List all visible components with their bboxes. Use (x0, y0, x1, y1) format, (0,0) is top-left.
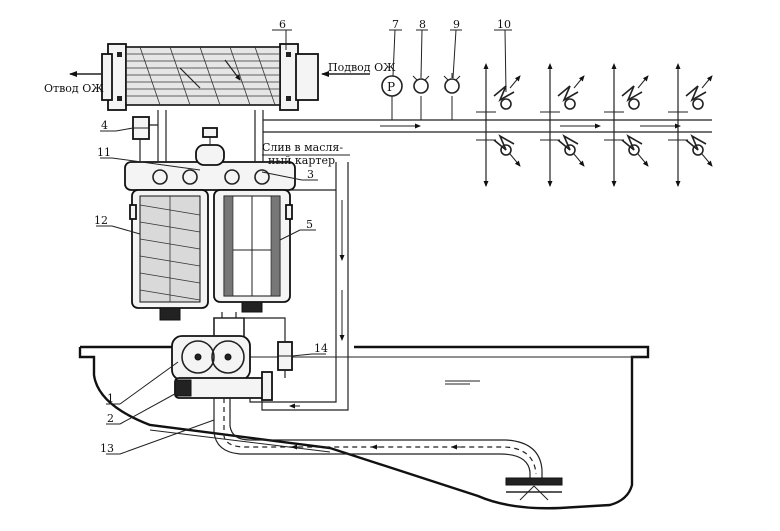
oil-cooler (69, 43, 370, 111)
branch-crossbar (476, 111, 496, 141)
bearing-lower (500, 144, 512, 156)
branch-crossbar (604, 111, 624, 141)
valve-4 (132, 116, 150, 140)
bearing-upper (500, 98, 512, 110)
coolant-inlet-label: Подвод ОЖ (328, 61, 396, 74)
gauge-letter: P (387, 80, 395, 94)
spray-arrow-upper (509, 75, 521, 89)
callout-4: 4 (101, 119, 108, 132)
spray-arrow-upper (573, 75, 585, 89)
branch-crossbar (540, 111, 560, 141)
rod-lower (557, 134, 579, 151)
spray-arrow-upper (637, 75, 649, 89)
rod-upper (621, 85, 643, 102)
branch-crossbar (668, 111, 688, 141)
spray-arrow-lower (701, 153, 713, 167)
callout-7: 7 (392, 18, 399, 31)
drain-line (249, 162, 349, 411)
drain-label-line2: ный картер (268, 154, 335, 167)
bearing-lower (564, 144, 576, 156)
main-oil-gallery (263, 96, 712, 133)
valve-14 (244, 317, 293, 378)
fine-filter (213, 189, 293, 313)
callout-8: 8 (419, 18, 426, 31)
callout-5: 5 (306, 218, 313, 231)
intake-pipe (213, 398, 563, 501)
spray-arrow-lower (509, 153, 521, 167)
bearing-upper (692, 98, 704, 110)
coolant-outlet-label: Отвод ОЖ (44, 82, 104, 95)
callout-3: 3 (307, 168, 314, 181)
callout-2: 2 (107, 412, 114, 425)
spray-arrow-lower (637, 153, 649, 167)
callout-10: 10 (497, 18, 511, 31)
callout-leaders (96, 29, 512, 455)
bearing-upper (628, 98, 640, 110)
spray-arrow-upper (701, 75, 713, 89)
rod-lower (493, 134, 515, 151)
rod-lower (621, 134, 643, 151)
bearing-lower (692, 144, 704, 156)
rod-upper (493, 85, 515, 102)
callout-11: 11 (97, 146, 111, 159)
rod-upper (557, 85, 579, 102)
filter-head (124, 110, 296, 191)
pressure-gauge: P (381, 75, 403, 97)
callout-13: 13 (100, 442, 114, 455)
callout-12: 12 (94, 214, 108, 227)
rod-lower (685, 134, 707, 151)
full-flow-filter (129, 189, 209, 321)
spray-arrow-lower (573, 153, 585, 167)
drain-label-line1: Слив в масля- (262, 141, 343, 154)
warning-lamp-9 (443, 73, 461, 94)
bearing-branches (476, 63, 713, 187)
callout-6: 6 (279, 18, 286, 31)
bearing-lower (628, 144, 640, 156)
callout-14: 14 (314, 342, 328, 355)
callout-9: 9 (453, 18, 460, 31)
callout-1: 1 (107, 392, 114, 405)
oil-sump (78, 345, 650, 510)
bearing-upper (564, 98, 576, 110)
rod-upper (685, 85, 707, 102)
oil-pump (171, 317, 273, 401)
